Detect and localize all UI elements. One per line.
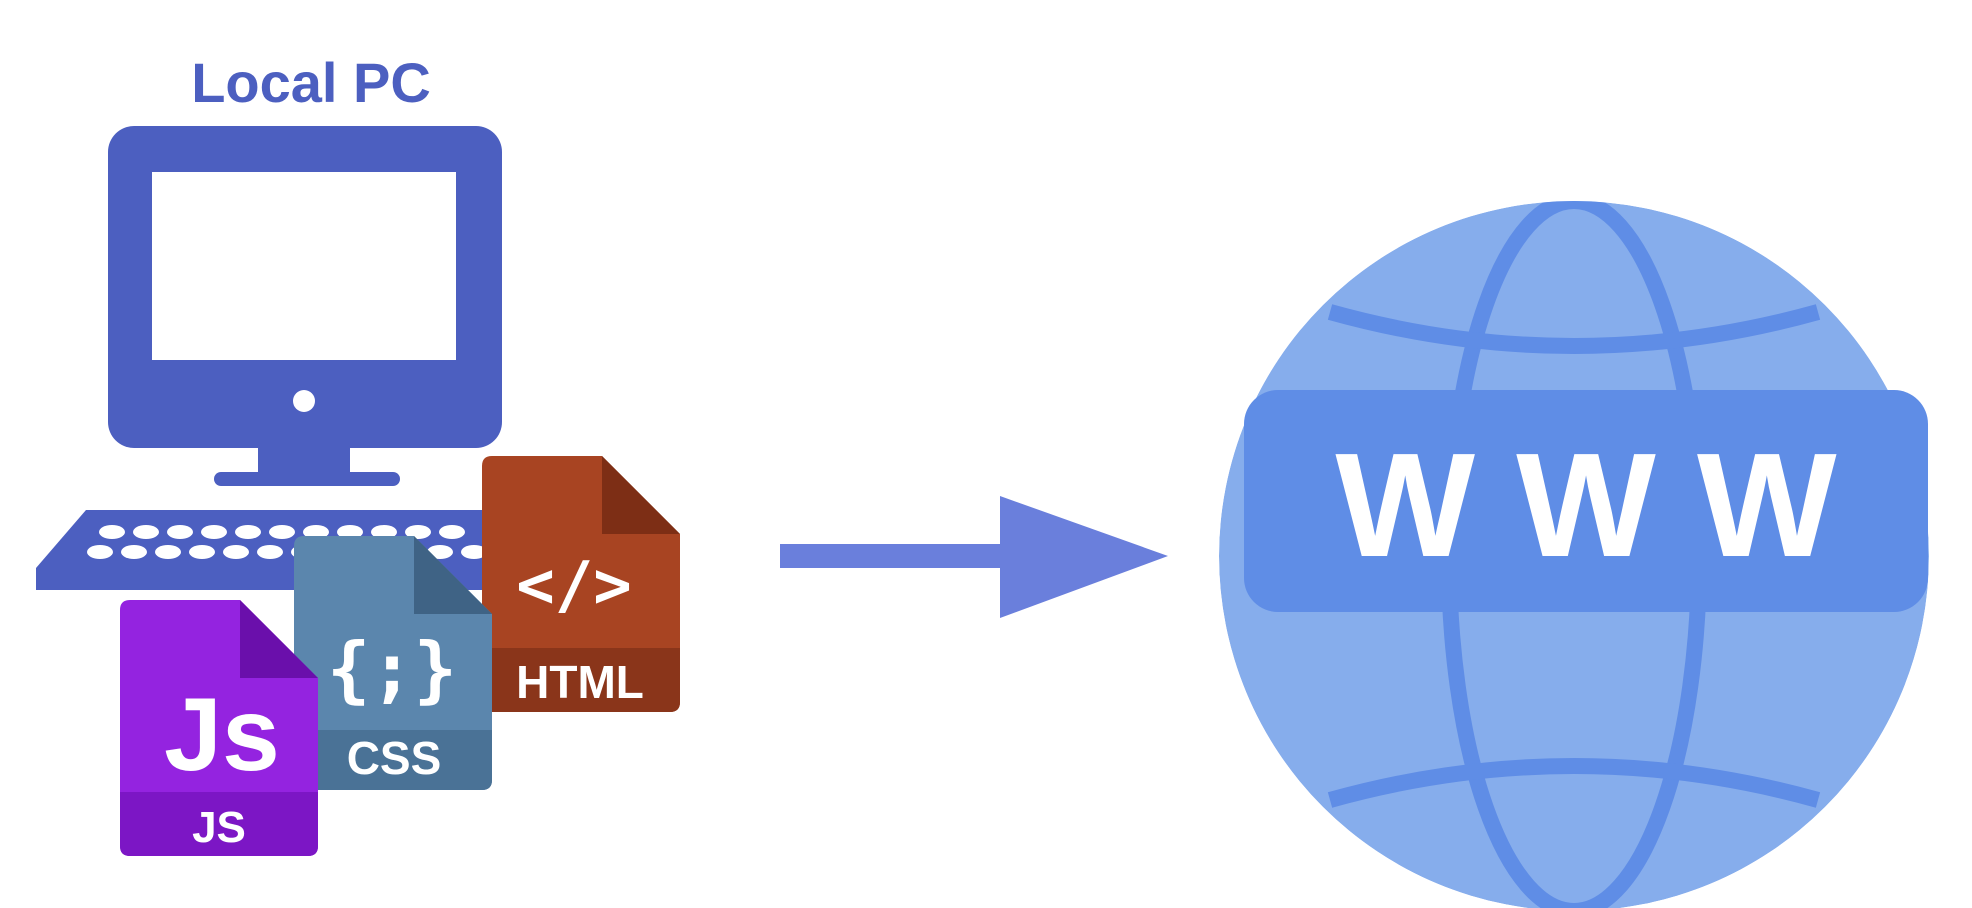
local-pc-group: Local PC bbox=[36, 51, 562, 590]
www-globe-icon: W W W bbox=[1219, 201, 1929, 908]
globe-parallel-top bbox=[1327, 304, 1821, 354]
monitor-foot bbox=[214, 472, 400, 486]
css-file-band bbox=[294, 730, 492, 790]
html-file-label: HTML bbox=[516, 656, 644, 708]
html-file-symbol: </> bbox=[516, 549, 632, 623]
local-pc-title: Local PC bbox=[191, 51, 431, 114]
html-file-fold bbox=[602, 456, 680, 534]
js-file-band bbox=[120, 792, 318, 856]
monitor-stand bbox=[258, 446, 350, 474]
globe-parallel-bottom bbox=[1327, 758, 1821, 808]
css-file-symbol: {;} bbox=[327, 627, 457, 711]
js-file-icon: Js JS bbox=[120, 600, 318, 856]
right-arrow-icon bbox=[780, 496, 1168, 618]
css-file-icon: {;} CSS bbox=[294, 536, 492, 790]
desktop-computer-icon bbox=[36, 126, 562, 590]
www-banner bbox=[1244, 390, 1928, 612]
arrow-shaft bbox=[780, 544, 1010, 568]
arrow-head bbox=[1000, 496, 1168, 618]
css-file-fold bbox=[414, 536, 492, 614]
html-file-band bbox=[482, 648, 680, 712]
power-dot bbox=[293, 390, 315, 412]
js-file-label: JS bbox=[192, 803, 246, 852]
js-file-symbol: Js bbox=[164, 677, 280, 793]
css-file-label: CSS bbox=[347, 732, 442, 784]
monitor-screen bbox=[152, 172, 456, 360]
html-file-icon: </> HTML bbox=[482, 456, 680, 712]
www-label: W W W bbox=[1335, 423, 1837, 588]
js-file-fold bbox=[240, 600, 318, 678]
